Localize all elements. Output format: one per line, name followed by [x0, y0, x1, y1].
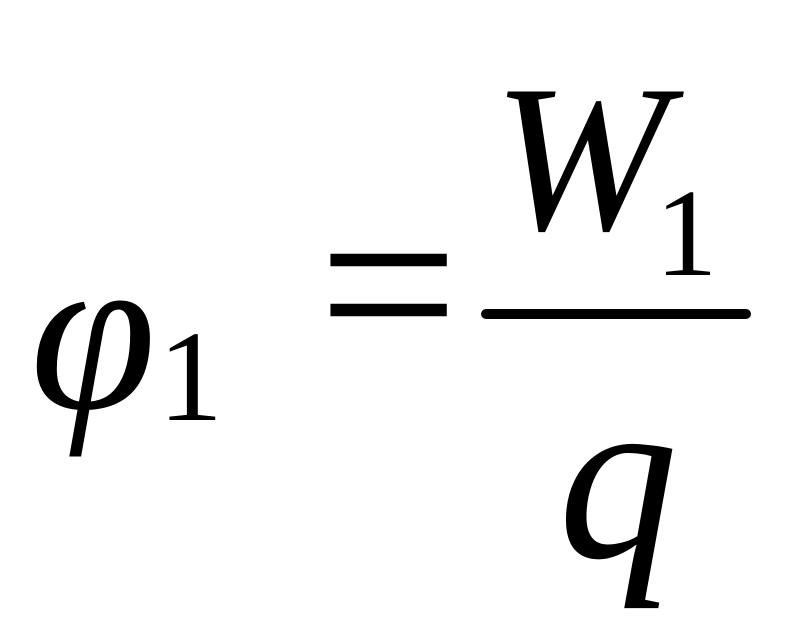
phi-symbol: φ [30, 206, 157, 458]
equals-sign: = [318, 146, 459, 423]
phi-subscript: 1 [158, 305, 223, 449]
numerator-w-symbol: W [493, 43, 668, 275]
numerator-subscript: 1 [655, 165, 718, 303]
denominator-q-symbol: q [558, 343, 678, 609]
fraction-bar [481, 309, 751, 319]
